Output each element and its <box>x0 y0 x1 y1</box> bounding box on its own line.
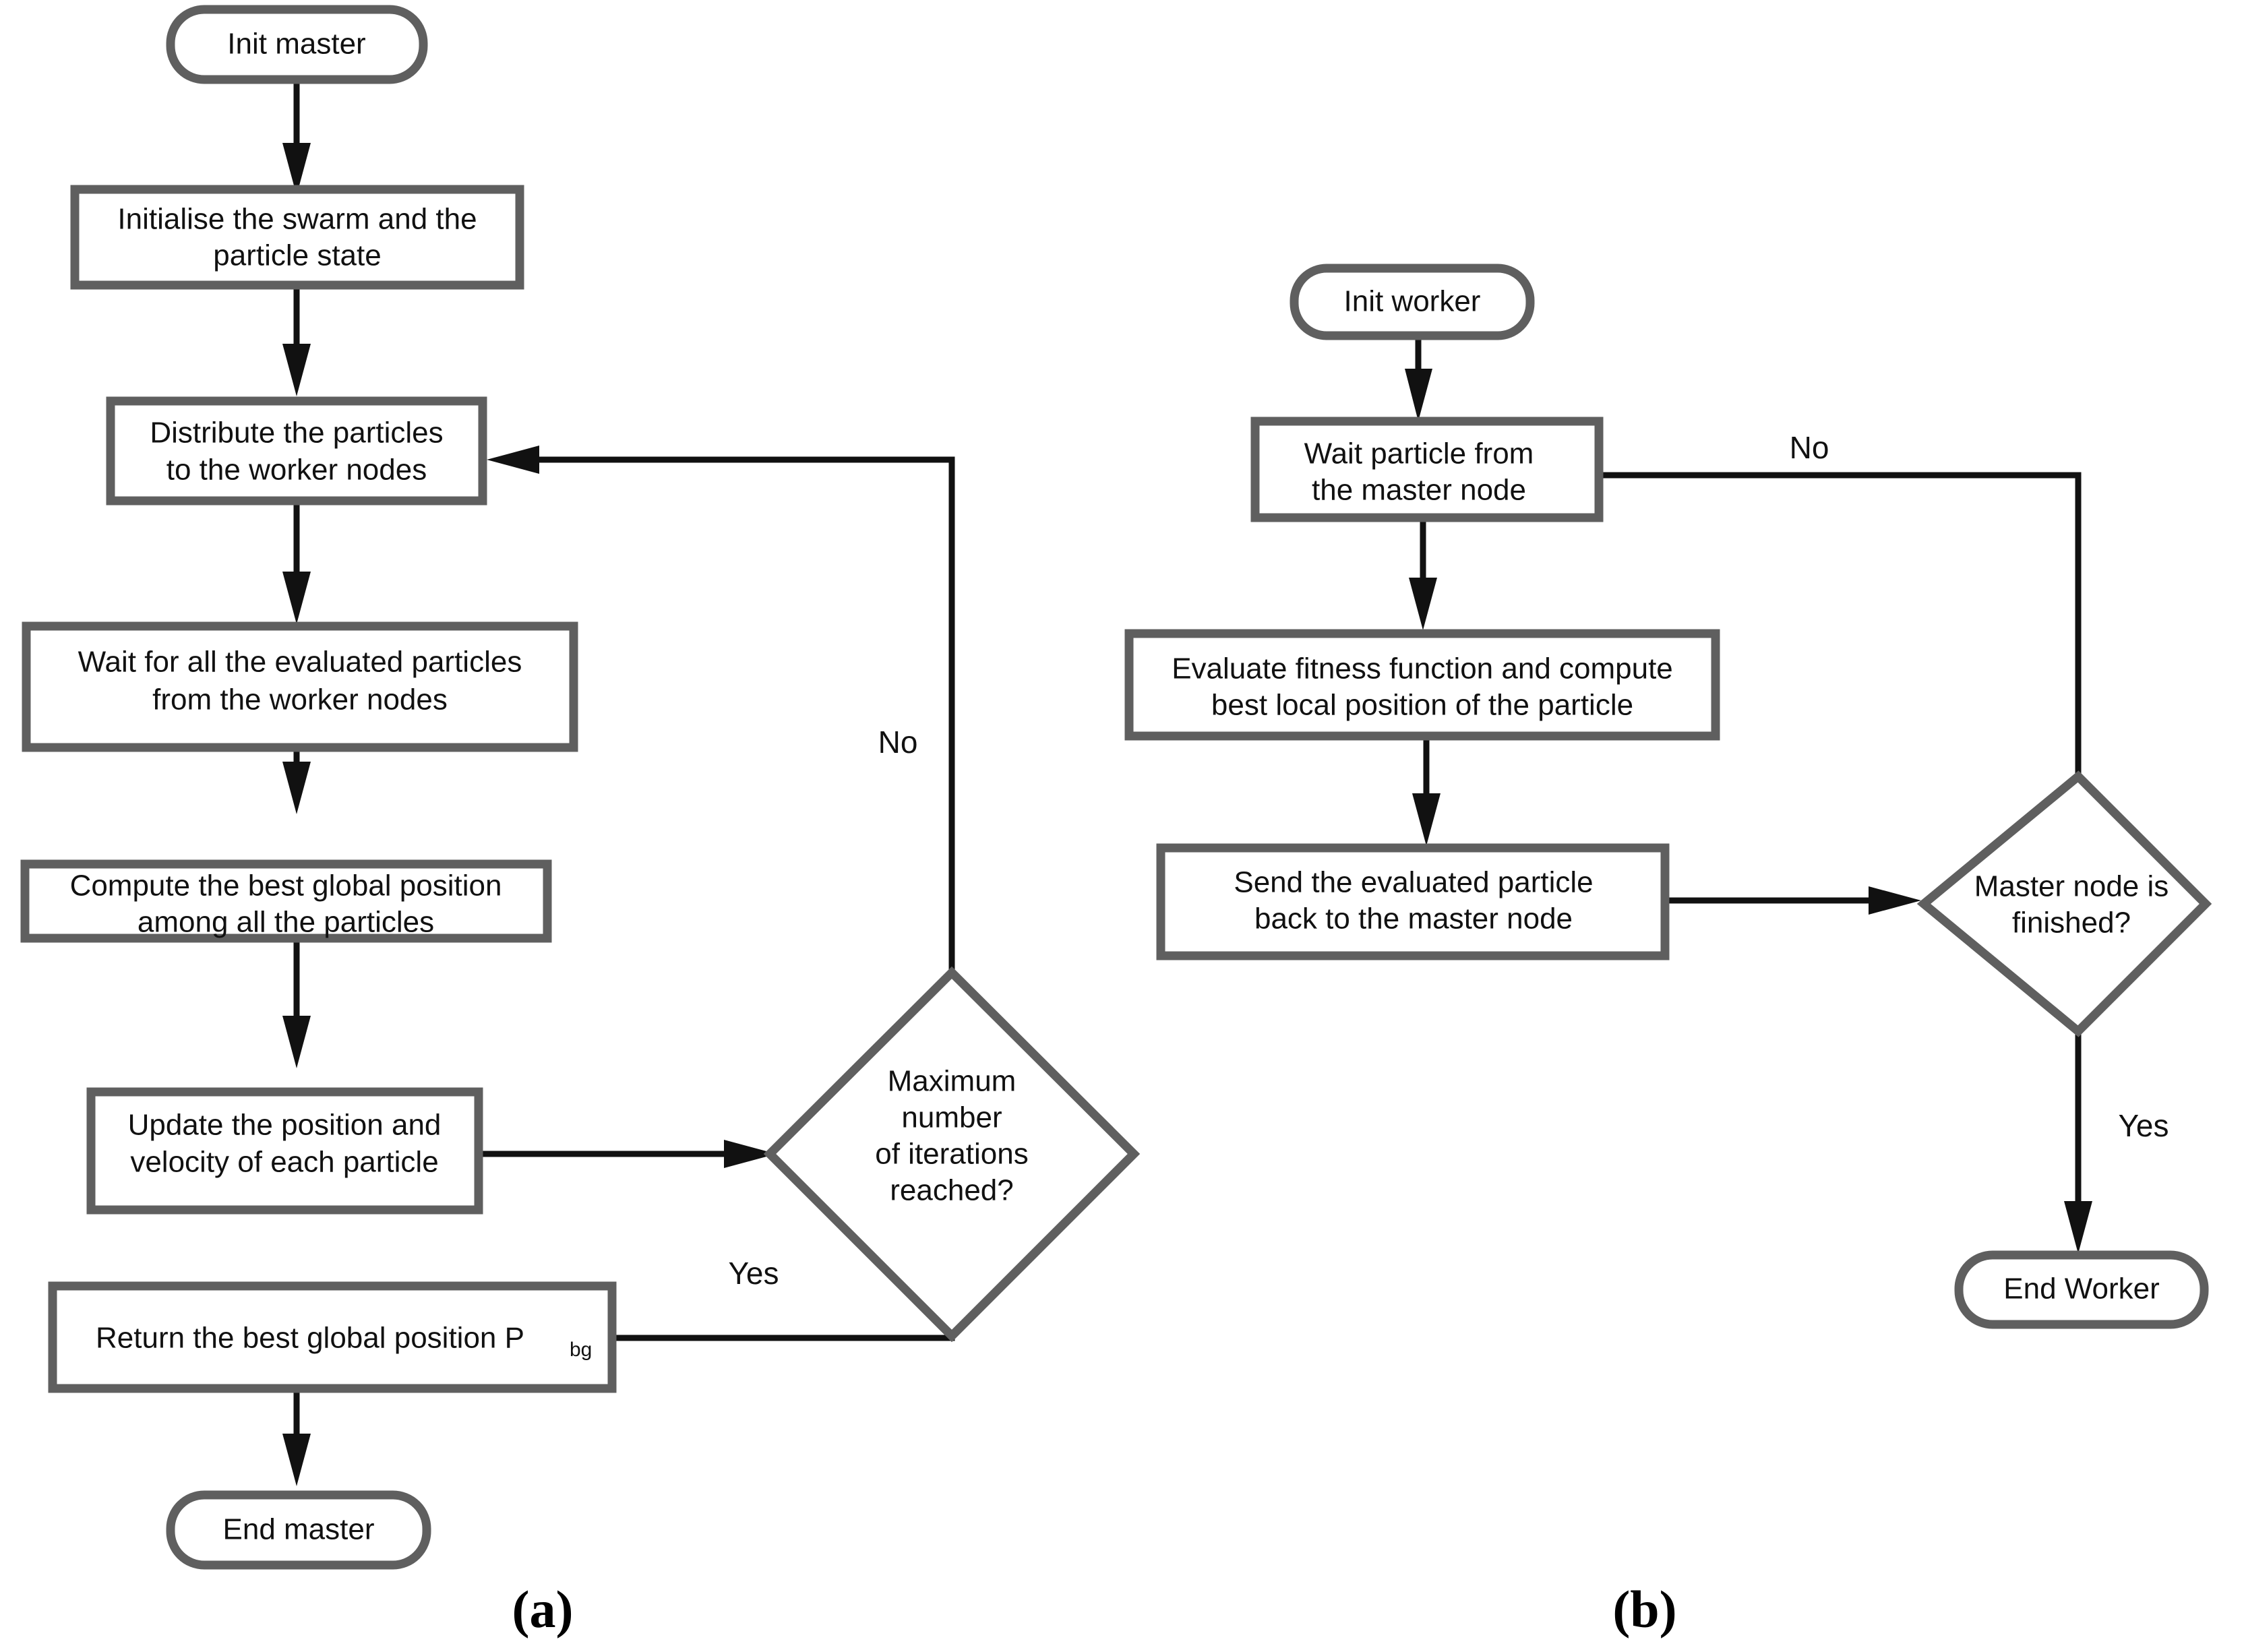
arrowhead-send-to-decision <box>1869 886 1921 915</box>
arrowhead-initworker-to-wait <box>1405 369 1432 421</box>
edge-decision-no-loop-worker <box>1490 472 2082 775</box>
master-finished-label-line2: finished? <box>2012 907 2131 940</box>
init-master-label: Init master <box>227 28 365 61</box>
wait-evaluated-particles-label-line2: from the worker nodes <box>152 683 448 716</box>
initialise-swarm-label-line2: particle state <box>213 239 381 272</box>
node-wait-evaluated-particles[interactable]: Wait for all the evaluated particles fro… <box>22 621 578 752</box>
send-particle-shape <box>1156 843 1670 960</box>
wait-evaluated-particles-shape <box>22 621 578 752</box>
edge-decision-no-loop <box>512 456 955 971</box>
node-wait-particle[interactable]: Wait particle from the master node <box>1250 417 1604 522</box>
node-init-worker[interactable]: Init worker <box>1290 264 1535 340</box>
arrowhead-update-to-decision <box>724 1140 777 1168</box>
node-end-master[interactable]: End master <box>166 1490 431 1570</box>
node-evaluate-fitness[interactable]: Evaluate fitness function and compute be… <box>1124 629 1720 741</box>
initialise-swarm-label-line1: Initialise the swarm and the <box>117 203 477 236</box>
send-particle-label-line1: Send the evaluated particle <box>1234 866 1593 899</box>
init-worker-shape <box>1290 264 1535 340</box>
update-position-shape <box>86 1087 483 1215</box>
distribute-particles-label-line2: to the worker nodes <box>166 454 427 487</box>
distribute-particles-label-line1: Distribute the particles <box>150 417 443 450</box>
arrowhead-distribute-to-wait <box>282 572 311 624</box>
master-finished-decision-shape <box>1916 770 2212 1037</box>
arrowhead-decision-no-loop <box>487 446 539 474</box>
update-position-label-line1: Update the position and <box>128 1109 442 1142</box>
initialise-swarm-shape <box>70 185 524 290</box>
max-iterations-label-line1: Maximum <box>888 1065 1017 1098</box>
wait-evaluated-particles-label-line1: Wait for all the evaluated particles <box>78 646 522 679</box>
edge-label-worker-yes: Yes <box>2118 1108 2169 1143</box>
node-send-particle[interactable]: Send the evaluated particle back to the … <box>1156 843 1670 960</box>
max-iterations-label-line2: number <box>901 1101 1002 1134</box>
update-position-label-line2: velocity of each particle <box>130 1146 438 1179</box>
node-max-iterations-decision[interactable]: Maximum number of iterations reached? <box>763 966 1141 1343</box>
caption-panel-b: (b) <box>1612 1580 1676 1639</box>
node-init-master[interactable]: Init master <box>166 5 428 84</box>
return-best-global-shape <box>48 1281 617 1393</box>
arrowhead-compute-to-update <box>282 1016 311 1068</box>
send-particle-label-line2: back to the master node <box>1254 903 1573 936</box>
master-connectors <box>282 81 955 1486</box>
max-iterations-label-line4: reached? <box>890 1174 1013 1207</box>
end-master-label: End master <box>223 1513 375 1546</box>
edge-label-master-yes: Yes <box>728 1256 779 1291</box>
evaluate-fitness-shape <box>1124 629 1720 741</box>
compute-best-global-shape <box>20 859 552 943</box>
evaluate-fitness-label-line2: best local position of the particle <box>1211 689 1633 722</box>
node-end-worker[interactable]: End Worker <box>1954 1250 2209 1329</box>
wait-particle-shape <box>1250 417 1604 522</box>
node-update-position[interactable]: Update the position and velocity of each… <box>86 1087 483 1215</box>
max-iterations-label-line3: of iterations <box>875 1138 1028 1171</box>
caption-panel-a: (a) <box>512 1580 574 1639</box>
master-finished-label-line1: Master node is <box>1974 870 2169 903</box>
edge-label-worker-no: No <box>1790 430 1829 465</box>
node-return-best-global[interactable]: Return the best global position P bg <box>48 1281 617 1393</box>
end-master-shape <box>166 1490 431 1570</box>
edge-label-master-no: No <box>878 725 918 760</box>
arrowhead-evaluate-to-send <box>1412 793 1441 846</box>
distribute-particles-shape <box>106 396 487 506</box>
return-best-global-label: Return the best global position P <box>96 1322 524 1355</box>
node-compute-best-global[interactable]: Compute the best global position among a… <box>20 859 552 943</box>
compute-best-global-label-line1: Compute the best global position <box>70 869 502 903</box>
return-best-global-subscript: bg <box>570 1339 592 1361</box>
node-master-finished-decision[interactable]: Master node is finished? <box>1916 770 2212 1037</box>
wait-particle-label-line1: Wait particle from <box>1304 437 1534 470</box>
wait-particle-label-line2: the master node <box>1312 474 1526 507</box>
node-distribute-particles[interactable]: Distribute the particles to the worker n… <box>106 396 487 506</box>
end-worker-shape <box>1954 1250 2209 1329</box>
max-iterations-decision-shape <box>763 966 1141 1343</box>
arrowhead-wait-to-compute <box>282 762 311 814</box>
evaluate-fitness-label-line1: Evaluate fitness function and compute <box>1172 652 1673 685</box>
arrowhead-decision-yes-worker <box>2064 1201 2092 1254</box>
init-worker-label: Init worker <box>1344 285 1481 318</box>
init-master-shape <box>166 5 428 84</box>
arrowhead-initialise-to-distribute <box>282 344 311 396</box>
node-initialise-swarm[interactable]: Initialise the swarm and the particle st… <box>70 185 524 290</box>
worker-connectors <box>1405 337 2092 1254</box>
arrowhead-return-to-end <box>282 1434 311 1486</box>
end-worker-label: End Worker <box>2003 1273 2160 1306</box>
compute-best-global-label-line2: among all the particles <box>138 906 434 939</box>
arrowhead-wait-to-evaluate <box>1409 578 1437 630</box>
arrowhead-init-to-initialise <box>282 143 311 195</box>
